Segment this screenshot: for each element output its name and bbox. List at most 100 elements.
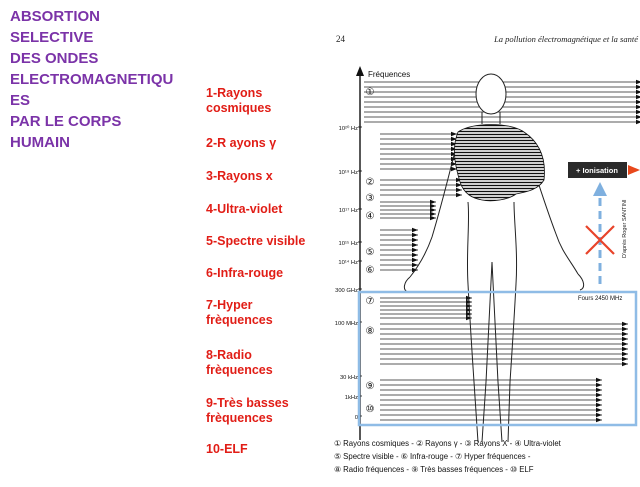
freq-label: 30 kHz	[340, 375, 358, 381]
arrowhead-icon	[636, 119, 640, 125]
arrowhead-icon	[412, 262, 418, 268]
arrowhead-icon	[412, 237, 418, 243]
legend-item-cosmic-rays: 1-Rayons cosmiques	[206, 86, 272, 115]
freq-label: 300 GHz	[335, 288, 358, 294]
page-number: 24	[336, 34, 346, 44]
freq-label: 10¹⁹ Hz	[338, 169, 358, 176]
arrowhead-icon	[596, 377, 602, 383]
arrowhead-icon	[636, 79, 640, 85]
arrowhead-icon	[636, 99, 640, 105]
legend-item-very-low-frequencies: 9-Très basses frèquences	[206, 396, 289, 425]
credit-text: D'après Roger SANTINI	[622, 199, 628, 258]
arrowhead-icon	[636, 114, 640, 120]
caption-line: ⑤ Spectre visible - ⑥ Infra-rouge - ⑦ Hy…	[334, 452, 531, 461]
arrowhead-icon	[622, 351, 628, 357]
title-line: ES	[10, 92, 31, 109]
arrowhead-icon	[412, 247, 418, 253]
arrowhead-icon	[596, 392, 602, 398]
legend-item-elf: 10-ELF	[206, 442, 248, 456]
arrowhead-icon	[596, 382, 602, 388]
legend-item-radio-frequencies: 8-Radio frèquences	[206, 348, 273, 377]
arrowhead-icon	[466, 315, 472, 321]
band-number: ③	[366, 193, 375, 204]
title-line: ELECTROMAGNETIQU	[10, 71, 174, 88]
caption-line: ① Rayons cosmiques - ② Rayons γ - ③ Rayo…	[334, 439, 562, 448]
ionisation-label: + Ionisation	[576, 166, 618, 175]
chest-absorption-area	[454, 124, 545, 202]
ionisation-arrow-icon	[628, 165, 640, 175]
arrowhead-icon	[622, 336, 628, 342]
highlight-box	[357, 290, 638, 427]
caption-line: ⑧ Radio fréquences - ⑨ Très basses fréqu…	[334, 465, 534, 474]
wave-lines	[364, 79, 640, 423]
band-number: ⑦	[366, 296, 375, 307]
arrowhead-icon	[451, 141, 457, 147]
legend-item-x-rays: 3-Rayons x	[206, 169, 273, 183]
freq-label: 10¹⁵ Hz	[339, 240, 359, 247]
arrowhead-icon	[596, 412, 602, 418]
dashed-arrow-head-icon	[593, 182, 607, 196]
band-number: ①	[366, 87, 375, 98]
title-line: SELECTIVE	[10, 29, 94, 46]
band-number: ②	[366, 177, 375, 188]
band-number: ⑧	[366, 326, 375, 337]
arrowhead-icon	[622, 341, 628, 347]
arrowhead-icon	[412, 227, 418, 233]
arrowhead-icon	[596, 417, 602, 423]
arrowhead-icon	[622, 356, 628, 362]
arrowhead-icon	[636, 84, 640, 90]
arrowhead-icon	[451, 136, 457, 142]
freq-label: 1kHz	[345, 395, 358, 401]
arrowhead-icon	[596, 387, 602, 393]
arrowhead-icon	[412, 257, 418, 263]
band-number: ⑩	[366, 404, 375, 415]
absorption-figure: 24 La pollution électromagnétique et la …	[332, 22, 640, 487]
arrowhead-icon	[636, 94, 640, 100]
title-line: ABSORTION	[10, 8, 100, 25]
arrowhead-icon	[430, 207, 436, 213]
legend-item-infrared: 6-Infra-rouge	[206, 266, 284, 280]
slide-title: ABSORTION SELECTIVE DES ONDES ELECTROMAG…	[10, 6, 210, 153]
band-number: ④	[366, 211, 375, 222]
band-number: ⑤	[366, 247, 375, 258]
arrowhead-icon	[622, 361, 628, 367]
absorption-diagram: 24 La pollution électromagnétique et la …	[334, 34, 640, 474]
ionisation-box	[568, 162, 627, 178]
arrowhead-icon	[412, 232, 418, 238]
arrowhead-icon	[636, 109, 640, 115]
arrowhead-icon	[451, 146, 457, 152]
arrowhead-icon	[456, 192, 462, 198]
arrowhead-icon	[451, 166, 457, 172]
arrowhead-icon	[456, 187, 462, 193]
arrowhead-icon	[430, 211, 436, 217]
arrowhead-icon	[466, 311, 472, 317]
arrowhead-icon	[622, 331, 628, 337]
title-line: DES ONDES	[10, 50, 99, 67]
freq-label: 10²⁰ Hz	[339, 125, 358, 132]
legend-item-hyper-frequencies: 7-Hyper frèquences	[206, 298, 273, 327]
legend-item-gamma-rays: 2-R ayons γ	[206, 136, 277, 150]
title-line: PAR LE CORPS	[10, 113, 122, 130]
band-number: ⑥	[366, 265, 375, 276]
arrowhead-icon	[430, 203, 436, 209]
arrowhead-icon	[596, 407, 602, 413]
band-number: ⑨	[366, 381, 375, 392]
arrowhead-icon	[412, 252, 418, 258]
oven-label: Fours 2450 MHz	[578, 296, 622, 302]
freq-label: 0	[355, 415, 358, 421]
axis-arrow-icon	[356, 66, 364, 76]
legend-item-visible-spectrum: 5-Spectre visible	[206, 234, 306, 248]
arrowhead-icon	[451, 131, 457, 137]
arrowhead-icon	[456, 182, 462, 188]
arrowhead-icon	[430, 215, 436, 221]
red-cross-icon	[585, 225, 615, 255]
arrowhead-icon	[596, 402, 602, 408]
arrowhead-icon	[412, 242, 418, 248]
title-line: HUMAIN	[10, 134, 70, 151]
arrowhead-icon	[430, 199, 436, 205]
arrowhead-icon	[622, 346, 628, 352]
arrowhead-icon	[622, 321, 628, 327]
arrowhead-icon	[622, 326, 628, 332]
freq-label: 100 MHz	[335, 321, 358, 327]
page-header: La pollution électromagnétique et la san…	[493, 34, 639, 44]
